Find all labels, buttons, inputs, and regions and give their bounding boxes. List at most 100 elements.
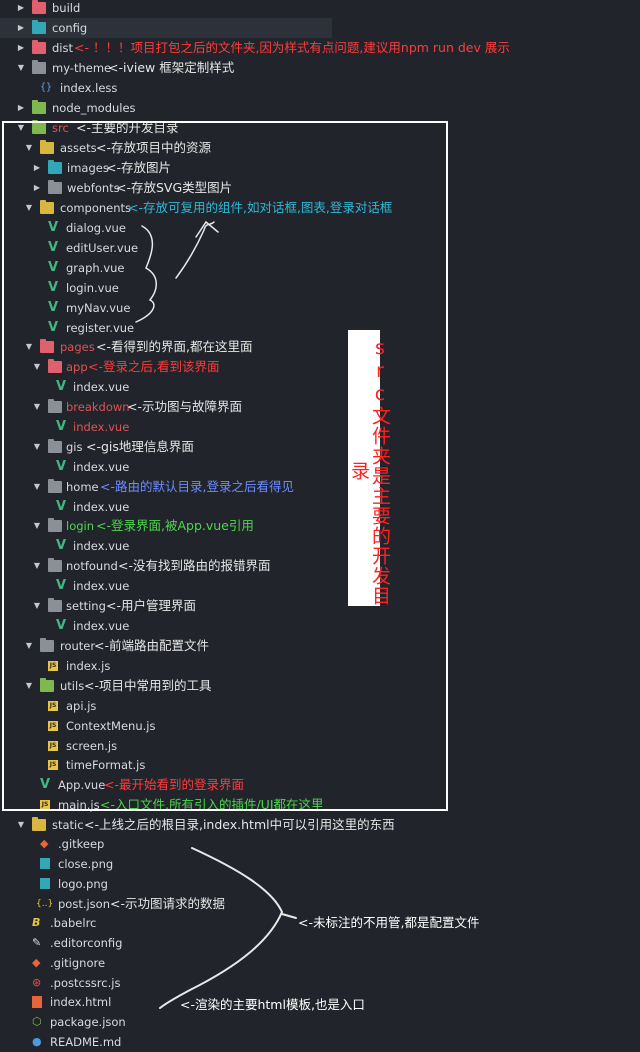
tree-item-my-theme[interactable]: ▼ my-theme <-iview 框架定制样式 (0, 58, 640, 78)
tree-item-setting[interactable]: ▼ setting <-用户管理界面 (0, 596, 640, 616)
tree-item-node-modules[interactable]: ▶ node_modules (0, 98, 640, 118)
chevron-down-icon[interactable]: ▼ (33, 442, 41, 451)
tree-item-app-vue[interactable]: V App.vue <-最开始看到的登录界面 (0, 775, 640, 795)
html-file-icon (32, 996, 42, 1008)
tree-item-components[interactable]: ▼ components <-存放可复用的组件,如对话框,图表,登录对话框 (0, 198, 640, 218)
tree-item-static[interactable]: ▼ static <-上线之后的根目录,index.html中可以引用这里的东西 (0, 815, 640, 835)
tree-item-config[interactable]: ▶ config (0, 18, 332, 38)
chevron-right-icon[interactable]: ▶ (17, 103, 25, 112)
tree-item-edituser-vue[interactable]: V editUser.vue (0, 238, 640, 258)
chevron-down-icon[interactable]: ▼ (25, 203, 33, 212)
tree-item-babelrc[interactable]: B .babelrc (0, 913, 640, 933)
chevron-down-icon[interactable]: ▼ (25, 143, 33, 152)
tree-item-logo-png[interactable]: logo.png (0, 874, 640, 894)
chevron-down-icon[interactable]: ▼ (17, 123, 25, 132)
tree-item-readme[interactable]: ● README.md (0, 1032, 640, 1052)
tree-item-main-js[interactable]: JS main.js <-入口文件,所有引入的插件/UI都在这里 (0, 795, 640, 815)
tree-item-router[interactable]: ▼ router <-前端路由配置文件 (0, 636, 640, 656)
chevron-down-icon[interactable]: ▼ (17, 63, 25, 72)
tree-item-breakdown-index-vue[interactable]: V index.vue (0, 417, 640, 437)
folder-open-icon (48, 439, 62, 453)
annotation: <-用户管理界面 (106, 598, 196, 613)
chevron-down-icon[interactable]: ▼ (33, 561, 41, 570)
tree-item-contextmenu-js[interactable]: JS ContextMenu.js (48, 719, 156, 733)
chevron-right-icon[interactable]: ▶ (33, 183, 41, 192)
chevron-right-icon[interactable]: ▶ (17, 23, 25, 32)
tree-item-register-vue[interactable]: V register.vue (0, 318, 640, 338)
tree-item-setting-index-vue[interactable]: V index.vue (0, 616, 640, 636)
tree-item-screen-js[interactable]: JS screen.js (48, 739, 118, 753)
tree-item-notfound-index-vue[interactable]: V index.vue (0, 576, 640, 596)
tree-item-index-less[interactable]: {} index.less (0, 78, 640, 98)
chevron-down-icon[interactable]: ▼ (33, 402, 41, 411)
tree-item-gis[interactable]: ▼ gis <-gis地理信息界面 (0, 437, 640, 457)
tree-item-breakdown[interactable]: ▼ breakdown <-示功图与故障界面 (0, 397, 640, 417)
tree-item-home-index-vue[interactable]: V index.vue (0, 497, 640, 517)
chevron-down-icon[interactable]: ▼ (25, 641, 33, 650)
vue-file-icon: V (48, 280, 59, 295)
postcss-icon: ⊛ (32, 976, 42, 989)
annotation: <-上线之后的根目录,index.html中可以引用这里的东西 (84, 817, 395, 832)
folder-icon (48, 180, 62, 194)
tree-item-post-json[interactable]: {..} post.json <-示功图请求的数据 (0, 894, 640, 914)
chevron-down-icon[interactable]: ▼ (33, 521, 41, 530)
chevron-down-icon[interactable]: ▼ (33, 601, 41, 610)
js-file-icon: JS (48, 760, 58, 770)
tree-item-index-html[interactable]: index.html (0, 992, 640, 1012)
tree-item-webfonts[interactable]: ▶ webfonts <-存放SVG类型图片 (0, 178, 640, 198)
tree-item-mynav-vue[interactable]: V myNav.vue (0, 298, 640, 318)
tree-item-app[interactable]: ▼ app <-登录之后,看到该界面 (0, 357, 640, 377)
tree-item-package-json[interactable]: ⬡ package.json (0, 1012, 640, 1032)
js-file-icon: JS (48, 741, 58, 751)
annotation: <-示功图请求的数据 (110, 896, 225, 911)
tree-item-gitkeep[interactable]: ◆ .gitkeep (0, 834, 640, 854)
tree-item-build[interactable]: ▶ build (0, 0, 640, 18)
tree-item-api-js[interactable]: JS api.js (48, 699, 97, 713)
tree-item-gitignore[interactable]: ◆ .gitignore (0, 953, 640, 973)
tree-item-dist[interactable]: ▶ dist <- ！！！项目打包之后的文件夹,因为样式有点问题,建议用npm … (0, 38, 640, 58)
vue-file-icon: V (56, 499, 67, 514)
chevron-down-icon[interactable]: ▼ (17, 820, 25, 829)
tree-item-home[interactable]: ▼ home <-路由的默认目录,登录之后看得见 (0, 477, 640, 497)
less-file-icon: {} (40, 82, 53, 93)
annotation: <-存放项目中的资源 (96, 140, 211, 155)
tree-item-gis-index-vue[interactable]: V index.vue (0, 457, 640, 477)
tree-item-pages[interactable]: ▼ pages <-看得到的界面,都在这里面 (0, 337, 640, 357)
tree-item-notfound[interactable]: ▼ notfound <-没有找到路由的报错界面 (0, 556, 640, 576)
tree-item-utils[interactable]: ▼ utils <-项目中常用到的工具 (0, 676, 640, 696)
tree-item-dialog-vue[interactable]: V dialog.vue (0, 218, 640, 238)
vue-file-icon: V (56, 538, 67, 553)
tree-item-timeformat-js[interactable]: JS timeFormat.js (48, 758, 146, 772)
chevron-down-icon[interactable]: ▼ (33, 482, 41, 491)
chevron-down-icon[interactable]: ▼ (25, 681, 33, 690)
tree-item-assets[interactable]: ▼ assets <-存放项目中的资源 (0, 138, 640, 158)
tree-item-editorconfig[interactable]: ✎ .editorconfig (0, 933, 640, 953)
annotation: <-存放图片 (106, 160, 171, 175)
vue-file-icon: V (56, 379, 67, 394)
tree-item-login-vue[interactable]: V login.vue (0, 278, 640, 298)
folder-open-icon (32, 120, 46, 134)
tree-item-src[interactable]: ▼ src <-主要的开发目录 (0, 118, 640, 138)
annotation: <-存放可复用的组件,如对话框,图表,登录对话框 (128, 200, 393, 215)
annotation: <-最开始看到的登录界面 (104, 777, 244, 792)
chevron-right-icon[interactable]: ▶ (17, 3, 25, 12)
tree-item-graph-vue[interactable]: V graph.vue (0, 258, 640, 278)
chevron-down-icon[interactable]: ▼ (33, 362, 41, 371)
tree-item-app-index-vue[interactable]: V index.vue (0, 377, 640, 397)
chevron-right-icon[interactable]: ▶ (33, 163, 41, 172)
folder-open-icon (40, 678, 54, 692)
tree-item-router-index-js[interactable]: JS index.js (48, 659, 111, 673)
annotation: <-前端路由配置文件 (94, 638, 209, 653)
chevron-down-icon[interactable]: ▼ (25, 342, 33, 351)
git-icon: ◆ (40, 837, 49, 850)
src-vertical-label: src文件夹是主要的开发目录 (348, 330, 391, 606)
tree-item-login-index-vue[interactable]: V index.vue (0, 536, 640, 556)
chevron-right-icon[interactable]: ▶ (17, 43, 25, 52)
info-icon: ● (32, 1035, 42, 1048)
tree-item-images[interactable]: ▶ images <-存放图片 (0, 158, 640, 178)
tree-item-close-png[interactable]: close.png (0, 854, 640, 874)
annotation: <-示功图与故障界面 (127, 399, 242, 414)
folder-open-icon (40, 339, 54, 353)
tree-item-login[interactable]: ▼ login <-登录界面,被App.vue引用 (0, 516, 640, 536)
tree-item-postcssrc[interactable]: ⊛ .postcssrc.js (0, 973, 640, 993)
